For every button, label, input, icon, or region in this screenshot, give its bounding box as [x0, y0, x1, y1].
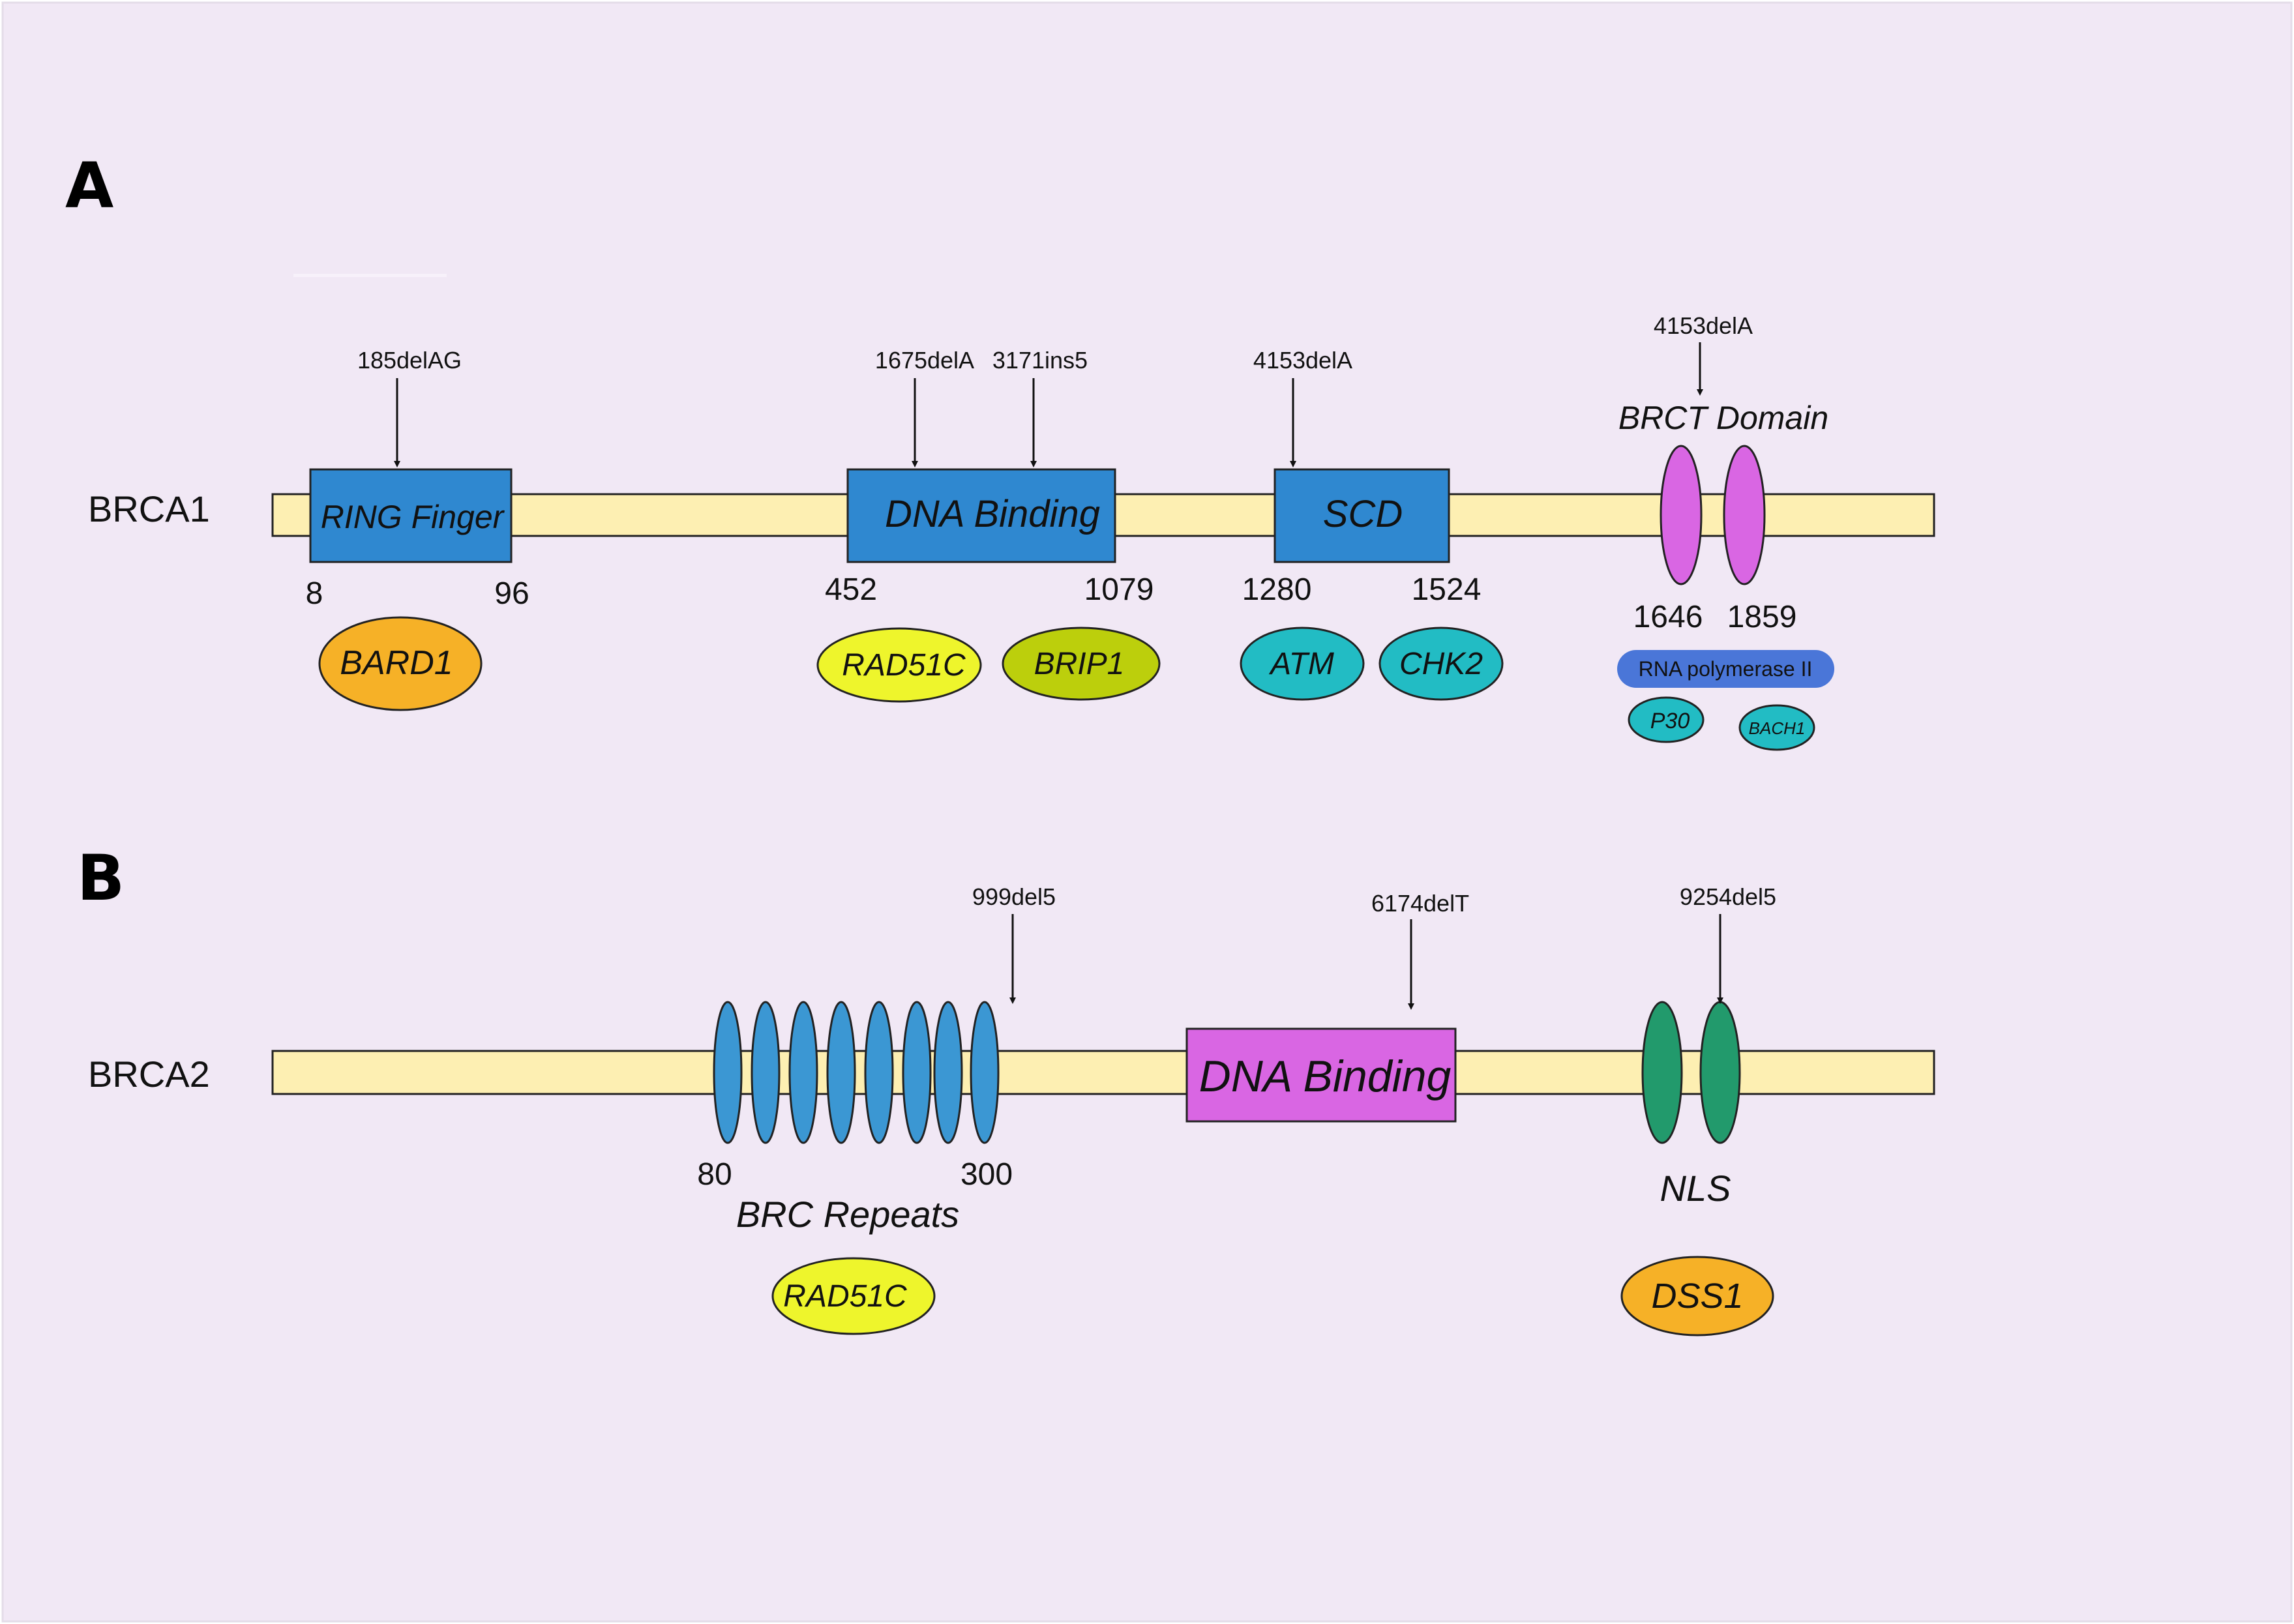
pos-1280: 1280 — [1242, 572, 1312, 607]
brc-repeat-4 — [826, 1001, 856, 1144]
atm-label: ATM — [1268, 647, 1334, 681]
mutation-4153dela-brct: 4153delA — [1654, 312, 1753, 339]
mutation-3171ins5: 3171ins5 — [992, 347, 1088, 374]
brc-repeats-label: BRC Repeats — [736, 1194, 959, 1235]
rad51c-label-b: RAD51C — [783, 1279, 907, 1314]
brca2-dna-binding-domain — [1185, 1027, 1457, 1123]
nls-oval-1 — [1641, 1001, 1683, 1144]
brca1-dna-binding-domain — [846, 468, 1116, 563]
mutation-999del5: 999del5 — [972, 883, 1056, 910]
brc-repeat-1 — [713, 1001, 743, 1144]
mutation-1675dela: 1675delA — [875, 347, 974, 374]
mutation-185delag: 185delAG — [357, 347, 462, 374]
rad51c-oval-a — [816, 627, 982, 703]
mutation-6174delt: 6174delT — [1371, 890, 1469, 917]
brip1-oval — [1002, 627, 1161, 701]
brca1-dna-binding-label: DNA Binding — [885, 493, 1100, 535]
panel-b: B BRCA2 80 300 BRC Repeats DNA Binding N… — [77, 842, 1935, 1336]
brct-domain-label: BRCT Domain — [1618, 400, 1828, 436]
pos-1524: 1524 — [1412, 572, 1482, 607]
rad51c-oval-b — [771, 1257, 936, 1335]
pos-1646: 1646 — [1633, 600, 1703, 634]
pos-80: 80 — [697, 1157, 732, 1192]
ring-finger-label: RING Finger — [321, 499, 505, 535]
brc-repeat-5 — [864, 1001, 894, 1144]
p30-label: P30 — [1650, 709, 1690, 733]
pos-452: 452 — [825, 572, 877, 607]
rna-polymerase-ii-pill — [1617, 650, 1834, 688]
panel-a-letter: A — [65, 149, 113, 222]
panel-b-letter: B — [77, 842, 125, 915]
decorative-line — [293, 274, 447, 277]
pos-1859: 1859 — [1727, 600, 1797, 634]
brc-repeat-8 — [970, 1001, 1000, 1144]
brc-repeat-3 — [788, 1001, 818, 1144]
pos-300: 300 — [961, 1157, 1013, 1192]
bard1-oval — [318, 616, 483, 711]
chk2-label: CHK2 — [1399, 647, 1483, 681]
mutation-4153dela-scd: 4153delA — [1253, 347, 1352, 374]
brca2-label: BRCA2 — [88, 1054, 210, 1095]
bach1-oval — [1738, 704, 1815, 751]
atm-oval — [1240, 627, 1365, 701]
ring-finger-domain — [309, 468, 513, 563]
brct-oval-1 — [1660, 445, 1703, 585]
panel-a: A BRCA1 RING Finger DNA Binding SCD BRCT… — [65, 149, 1935, 751]
brca2-dna-binding-label: DNA Binding — [1199, 1052, 1452, 1101]
scd-label: SCD — [1323, 493, 1403, 535]
dss1-label: DSS1 — [1651, 1277, 1743, 1316]
rna-polymerase-ii-label: RNA polymerase II — [1639, 657, 1813, 681]
brca1-label: BRCA1 — [88, 488, 210, 529]
dss1-oval — [1620, 1256, 1774, 1336]
brc-repeat-6 — [902, 1001, 932, 1144]
brip1-label: BRIP1 — [1034, 647, 1125, 681]
pos-1079: 1079 — [1084, 572, 1154, 607]
p30-oval — [1628, 696, 1705, 743]
brct-oval-2 — [1723, 445, 1766, 585]
brc-repeat-7 — [933, 1001, 963, 1144]
bach1-label: BACH1 — [1749, 718, 1806, 738]
bard1-label: BARD1 — [340, 644, 453, 682]
pos-96: 96 — [494, 576, 529, 611]
rad51c-label-a: RAD51C — [842, 648, 966, 683]
brc-repeat-2 — [751, 1001, 781, 1144]
nls-oval-2 — [1699, 1001, 1741, 1144]
mutation-9254del5: 9254del5 — [1680, 883, 1776, 910]
scd-domain — [1274, 468, 1450, 563]
pos-8: 8 — [306, 576, 323, 611]
chk2-oval — [1378, 627, 1504, 701]
nls-label: NLS — [1660, 1168, 1731, 1209]
brca2-protein-bar — [271, 1050, 1935, 1095]
